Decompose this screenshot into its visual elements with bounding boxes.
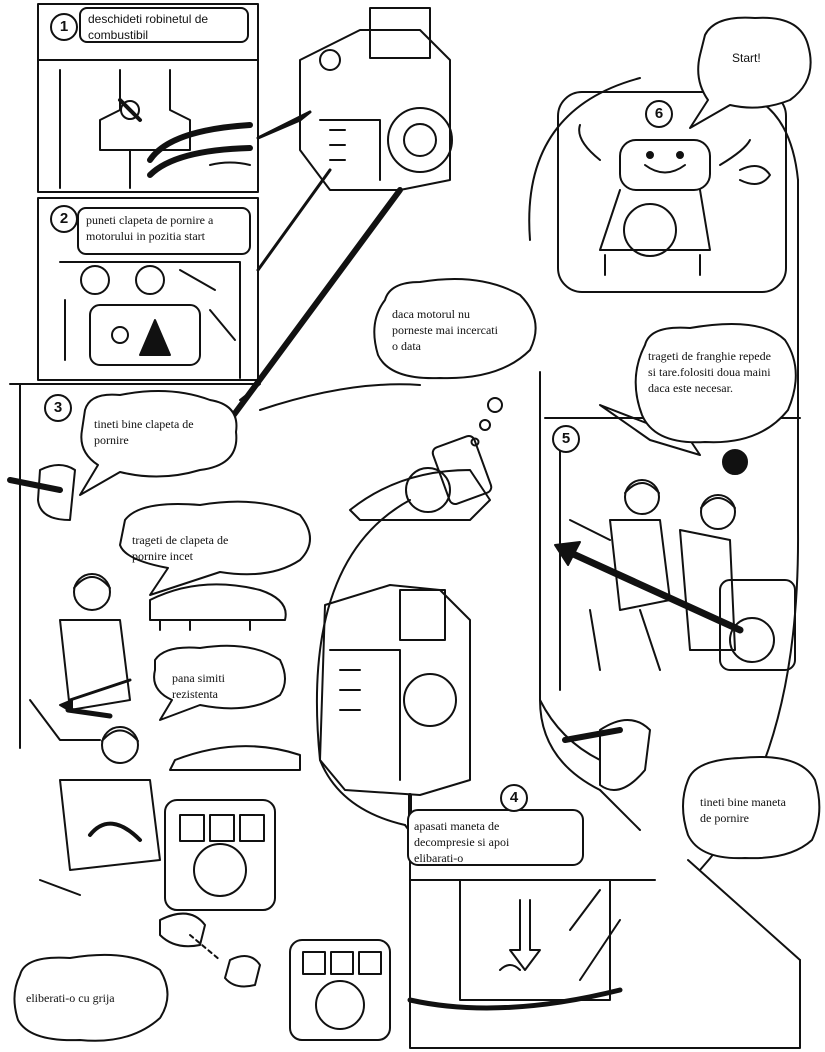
bubble-pull-slowly: trageti de clapeta de pornire incet <box>132 533 229 563</box>
worker-illustration <box>349 397 503 521</box>
panel-4 <box>407 879 656 1011</box>
step-number-3: 3 <box>44 394 72 422</box>
panel-2 <box>37 197 259 381</box>
pointer-arrow <box>256 110 312 140</box>
speech-bubbles <box>13 7 821 1042</box>
panel-3 <box>7 383 301 911</box>
bubble-release-gently: eliberati-o cu grija <box>26 991 115 1005</box>
step-4-text: apasati maneta de decompresie si apoi el… <box>414 819 510 865</box>
step-number-5: 5 <box>552 425 580 453</box>
engine-illustration <box>299 7 453 191</box>
pointer-arrow <box>227 187 403 423</box>
bubble-retry: daca motorul nu porneste mai incercati o… <box>392 307 498 353</box>
engine-illustration <box>319 584 471 817</box>
step-3-text: tineti bine clapeta de pornire <box>94 417 194 447</box>
step-number-2: 2 <box>50 205 78 233</box>
panel-1 <box>37 3 259 193</box>
step-number-4: 4 <box>500 784 528 812</box>
bubble-hold-handle: tineti bine maneta de pornire <box>700 795 786 825</box>
step-6-text: Start! <box>732 51 761 65</box>
step-1-text: deschideti robinetul de combustibil <box>88 12 209 42</box>
step-number-1: 1 <box>50 13 78 41</box>
hand-illustration <box>159 912 261 988</box>
bubble-until-resistance: pana simiti rezistenta <box>172 671 225 701</box>
panel-6 <box>557 91 787 293</box>
step-number-6: 6 <box>645 100 673 128</box>
generator-illustration <box>289 939 391 1041</box>
pointer-arrow <box>256 168 332 272</box>
hand-illustration <box>562 719 651 791</box>
panel-5 <box>544 404 801 691</box>
step-2-text: puneti clapeta de pornire a motorului in… <box>86 213 214 243</box>
step-5-text: trageti de franghie repede si tare.folos… <box>648 349 771 395</box>
